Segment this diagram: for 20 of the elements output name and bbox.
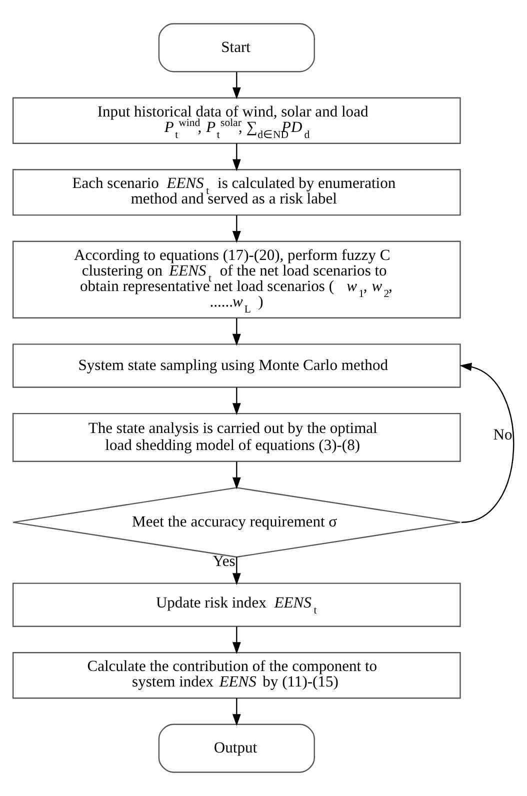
node-box: Calculate the contribution of the component to system index EENS by (11)-(15)	[12, 652, 461, 699]
arrow	[232, 462, 241, 490]
node-box: Output	[158, 724, 315, 773]
node-box: Start	[158, 23, 315, 72]
arrow	[232, 318, 241, 346]
arrow	[232, 387, 241, 416]
node-box: According to equations (17)-(20), perform fuzzy C clustering on EENS$_{t}$ of the net load scenarios to obtain representative net load scenarios ( w$_{1}$, w$_{2}$, ......w$_{L}$ )	[12, 240, 461, 318]
arrow	[232, 72, 241, 100]
node-box: Update risk index EENS$_{t}$	[12, 582, 461, 627]
node-box: System state sampling using Monte Carlo method	[12, 344, 461, 388]
edge-label: No	[493, 426, 512, 444]
arrow	[232, 143, 241, 172]
arrow	[460, 362, 514, 523]
arrow	[232, 698, 241, 726]
node-box: Input historical data of wind, solar and load P$_{t}$$^{wind}$, P$_{t}$$^{solar}$, ∑$_{d∈ND}$PD$_{d}$	[12, 97, 461, 144]
arrow	[232, 626, 241, 654]
node-box: Each scenario EENS$_{t}$ is calculated by enumeration method and served as a risk label	[12, 169, 461, 216]
arrow	[232, 215, 241, 243]
arrow	[232, 557, 241, 586]
node-box: The state analysis is carried out by the optimal load shedding model of equations (3)-(8)	[12, 412, 461, 462]
